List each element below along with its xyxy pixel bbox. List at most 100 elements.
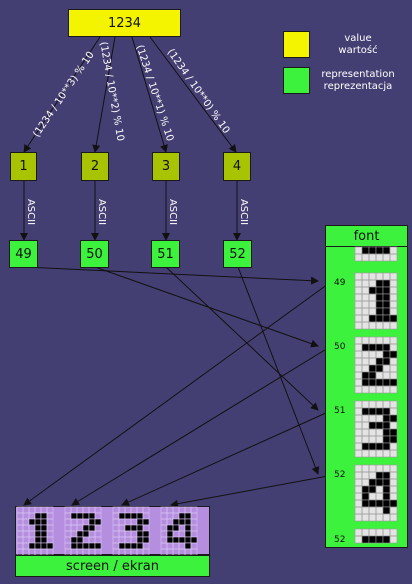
screen-glyph-2-pixel xyxy=(64,518,72,526)
font-glyph-3-pixel xyxy=(375,407,384,416)
screen-glyph-3-pixel xyxy=(118,512,126,520)
legend-value-label: value wartość xyxy=(318,33,398,57)
screen-glyph-3-pixel xyxy=(118,530,126,538)
screen-pixel-grid xyxy=(16,506,198,555)
screen-glyph-4-pixel xyxy=(166,542,174,550)
screen-glyph-2-pixel xyxy=(82,524,90,532)
font-partial-bottom-pixel xyxy=(375,535,384,544)
screen-glyph-2-pixel xyxy=(82,518,90,526)
screen-glyph-3-pixel xyxy=(130,536,138,544)
font-glyph-4-pixel xyxy=(368,478,377,487)
screen-glyph-4-pixel xyxy=(166,536,174,544)
screen-glyph-4-pixel xyxy=(178,518,186,526)
screen-glyph-2-pixel xyxy=(82,530,90,538)
screen-glyph-4-pixel xyxy=(166,512,174,520)
screen-glyph-3-pixel xyxy=(124,536,132,544)
screen-glyph-4-pixel xyxy=(178,524,186,532)
screen-glyph-2-pixel xyxy=(76,542,84,550)
code-box-50: 50 xyxy=(80,240,109,268)
legend-repr-swatch xyxy=(283,67,310,94)
edge-code49-font xyxy=(24,266,319,285)
font-glyph-4-pixel xyxy=(361,499,370,508)
font-title: font xyxy=(326,226,407,247)
screen-glyph-4-pixel xyxy=(190,548,198,555)
formula-label-1: (1234 / 10**3) % 10 xyxy=(31,50,96,140)
ascii-label-1: ASCII xyxy=(25,199,36,225)
formula-label-2: (1234 / 10**2) % 10 xyxy=(97,41,125,142)
font-partial-bottom-pixel xyxy=(361,535,370,544)
screen-glyph-2-pixel xyxy=(70,524,78,532)
screen-glyph-1-pixel xyxy=(16,536,24,544)
screen-glyph-2-pixel xyxy=(76,518,84,526)
screen-glyph-2-pixel xyxy=(82,512,90,520)
legend-repr-label: representation reprezentacja xyxy=(308,69,408,93)
screen-glyph-3-pixel xyxy=(130,518,138,526)
screen-glyph-3-pixel xyxy=(142,530,150,538)
font-glyph-2-pixel xyxy=(368,364,377,373)
screen-glyph-4-pixel xyxy=(178,530,186,538)
screen-glyph-3-pixel xyxy=(136,524,144,532)
screen-glyph-3-pixel xyxy=(130,542,138,550)
edge-value-digit-4 xyxy=(149,36,237,153)
screen-glyph-3-pixel xyxy=(118,518,126,526)
screen-glyph-3-pixel xyxy=(142,536,150,544)
screen-glyph-1-pixel xyxy=(46,512,54,520)
font-glyph-grids xyxy=(354,246,398,544)
legend-value-pl: wartość xyxy=(338,45,378,56)
screen-glyph-1-pixel xyxy=(34,542,42,550)
edge-font50-screen xyxy=(71,347,329,506)
font-partial-bottom-pixel xyxy=(382,535,391,544)
screen-glyph-1-pixel xyxy=(22,542,30,550)
screen-glyph-1-pixel xyxy=(22,530,30,538)
code-text-49: 49 xyxy=(15,246,32,262)
font-glyph-4-pixel xyxy=(382,506,391,515)
screen-glyph-2-pixel xyxy=(70,518,78,526)
screen-glyph-1-pixel xyxy=(34,506,42,514)
font-glyph-2-pixel xyxy=(389,350,398,359)
screen-glyph-2-pixel xyxy=(94,506,102,514)
screen-glyph-1-pixel xyxy=(28,524,36,532)
screen-glyph-4-pixel xyxy=(184,536,192,544)
font-glyph-1-pixel xyxy=(389,314,398,323)
font-glyph-3-pixel xyxy=(361,407,370,416)
screen-glyph-3-pixel xyxy=(136,542,144,550)
screen-glyph-2-pixel xyxy=(64,512,72,520)
screen-glyph-1-pixel xyxy=(22,518,30,526)
screen-glyph-3-pixel xyxy=(124,512,132,520)
screen-glyph-1-pixel xyxy=(40,536,48,544)
screen-glyph-3-pixel xyxy=(112,512,120,520)
edge-value-digit-3 xyxy=(131,36,168,153)
screen-glyph-2-pixel xyxy=(94,536,102,544)
font-glyph-1-pixel xyxy=(368,286,377,295)
screen-glyph-3-pixel xyxy=(130,506,138,514)
font-glyph-4-pixel xyxy=(368,499,377,508)
screen-glyph-1-pixel xyxy=(16,518,24,526)
font-glyph-2-pixel xyxy=(361,378,370,387)
code-text-51: 51 xyxy=(157,246,174,262)
screen-glyph-4-pixel xyxy=(160,542,168,550)
font-glyph-1-pixel xyxy=(389,321,398,330)
screen-glyph-1-pixel xyxy=(46,536,54,544)
edge-code50-font xyxy=(94,266,319,348)
screen-glyph-2-pixel xyxy=(82,506,90,514)
font-glyph-3-pixel xyxy=(368,407,377,416)
screen-glyph-1-pixel xyxy=(28,518,36,526)
font-glyph-1-pixel xyxy=(375,279,384,288)
screen-glyph-2-pixel xyxy=(64,506,72,514)
screen-glyph-4-pixel xyxy=(172,518,180,526)
screen-glyph-1-pixel xyxy=(40,524,48,532)
font-glyph-4-pixel xyxy=(389,513,398,522)
screen-glyph-3-pixel xyxy=(142,518,150,526)
edge-value-digit-1 xyxy=(23,36,101,153)
screen-glyph-1-pixel xyxy=(22,506,30,514)
screen-glyph-3-pixel xyxy=(118,542,126,550)
screen-glyph-1-pixel xyxy=(28,506,36,514)
code-text-52: 52 xyxy=(229,246,246,262)
screen-glyph-1-pixel xyxy=(46,518,54,526)
screen-glyph-3-pixel xyxy=(124,518,132,526)
screen-glyph-1-pixel xyxy=(40,518,48,526)
screen-glyph-2-pixel xyxy=(88,524,96,532)
font-glyph-1-pixel xyxy=(375,300,384,309)
font-glyph-1-pixel xyxy=(382,307,391,316)
font-glyph-1-pixel xyxy=(375,293,384,302)
